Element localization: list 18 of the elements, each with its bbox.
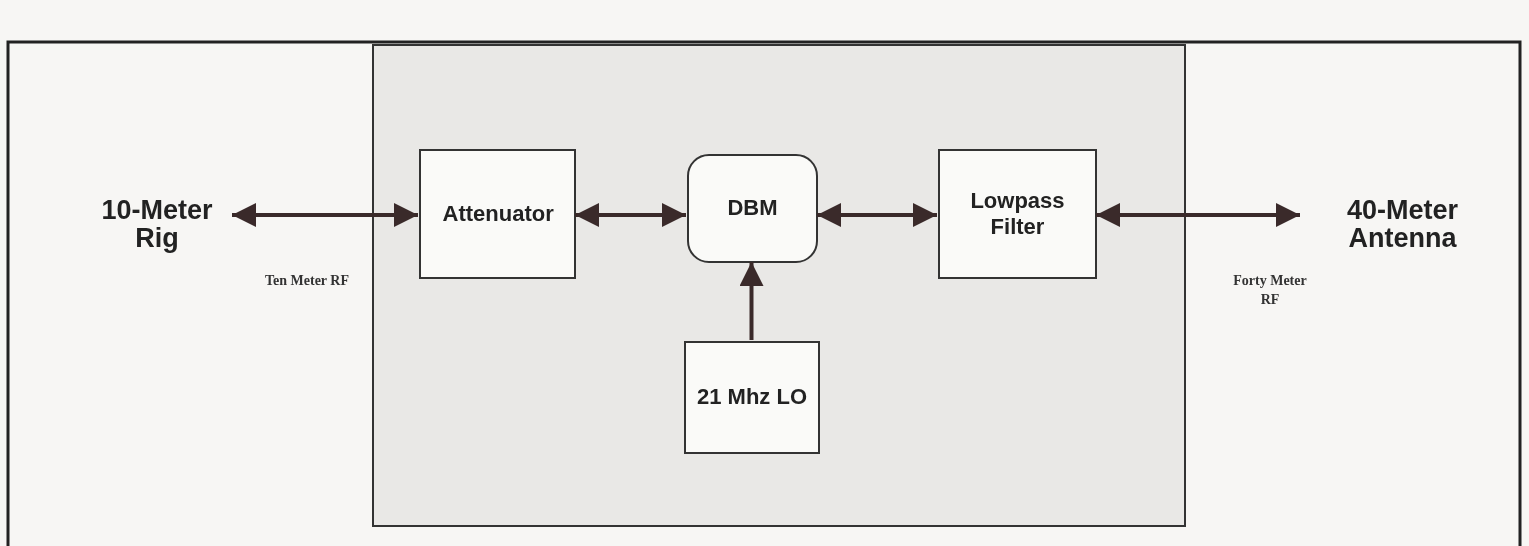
mixer-block [687, 154, 818, 263]
signal-label: Ten Meter RF [264, 272, 350, 290]
arrow [575, 203, 686, 227]
block-label: Lowpass Filter [969, 187, 1066, 241]
arrow [232, 203, 418, 227]
block-label: 10-Meter Rig [100, 195, 214, 253]
block-box [938, 149, 1097, 279]
block-box [419, 149, 576, 279]
block-label: Attenuator [442, 200, 553, 228]
block-box [684, 341, 820, 454]
signal-label: Forty Meter RF [1232, 272, 1308, 309]
arrow [817, 203, 937, 227]
arrow [739, 262, 764, 340]
block-label: DBM [727, 195, 778, 222]
arrow [1096, 203, 1300, 227]
block-label: 21 Mhz LO [697, 384, 807, 411]
block-label: 40-Meter Antenna [1345, 195, 1459, 253]
enclosure-panel [372, 44, 1186, 527]
